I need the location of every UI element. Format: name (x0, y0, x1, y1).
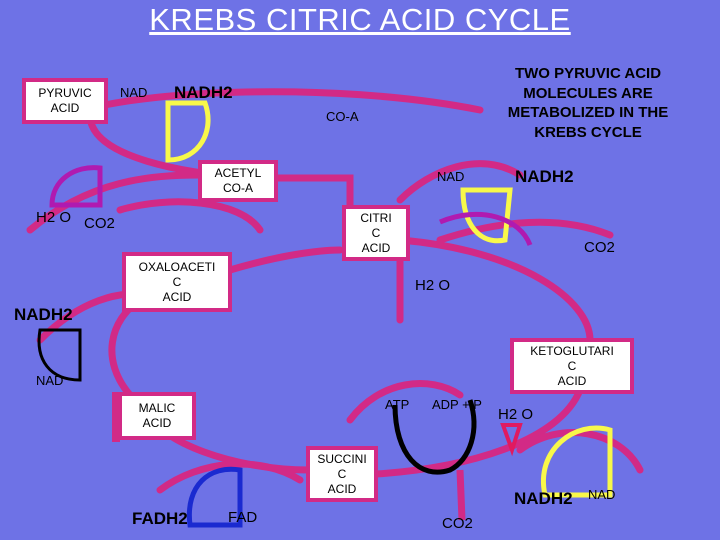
page-title: KREBS CITRIC ACID CYCLE (149, 2, 571, 37)
label-nad-bottom: NAD (588, 487, 616, 502)
nad-shape-right (460, 187, 513, 244)
label-co2-left: CO2 (84, 215, 115, 232)
label-h2o-mid: H2 O (415, 277, 451, 294)
cycle-arrow-ketoglutaric-to-succinic (356, 386, 584, 479)
cycle-arrow-malic-to-oxaloacetic (108, 296, 144, 399)
label-nadh2-left: NADH2 (14, 305, 73, 324)
cycle-arrow-bottom-right-loop (516, 429, 644, 474)
co2-shape-bottom-stick (456, 469, 466, 521)
cycle-arrow-co2-left-arc (26, 171, 204, 234)
cycle-arrow-co2-left-branch (116, 198, 264, 234)
info-note: TWO PYRUVIC ACID MOLECULES ARE METABOLIZ… (507, 65, 669, 141)
cycle-arrow-citric-nad-loop (396, 160, 524, 204)
label-co-a: CO-A (326, 109, 359, 124)
label-adp-p: ADP + P (432, 397, 482, 412)
co2-shape-right (439, 211, 533, 247)
nad-shape-top (165, 100, 211, 163)
cycle-arrow-fad-loop (156, 460, 304, 494)
label-co2-bottom: CO2 (442, 515, 473, 532)
label-nadh2-top: NADH2 (174, 83, 233, 102)
label-co2-right: CO2 (584, 239, 615, 256)
label-fadh2: FADH2 (132, 509, 188, 528)
cycle-arrow-atp-loop (346, 380, 464, 424)
co2-shape-left (49, 165, 103, 208)
label-nad-right: NAD (437, 169, 465, 184)
label-nad-top: NAD (120, 85, 148, 100)
cycle-arrow-acetyl-to-citric (266, 174, 354, 214)
label-nad-left: NAD (36, 373, 64, 388)
label-fad: FAD (228, 509, 258, 526)
fad-shape (186, 466, 243, 528)
label-atp: ATP (385, 397, 410, 412)
label-nadh2-right: NADH2 (515, 167, 574, 186)
label-h2o-left: H2 O (36, 209, 72, 226)
label-nadh2-bottom: NADH2 (514, 489, 573, 508)
cycle-arrow-right-co2-loop (436, 218, 614, 244)
nad-shape-bottom (541, 425, 613, 498)
cycle-arrow-citric-to-ketoglutaric (396, 236, 594, 344)
label-h2o-right: H2 O (498, 406, 534, 423)
nadh2-shape-left (37, 328, 82, 382)
water-shape-right (500, 423, 523, 457)
atp-shape (392, 399, 477, 475)
cycle-arrow-oxaloacetic-to-citric (226, 246, 344, 274)
